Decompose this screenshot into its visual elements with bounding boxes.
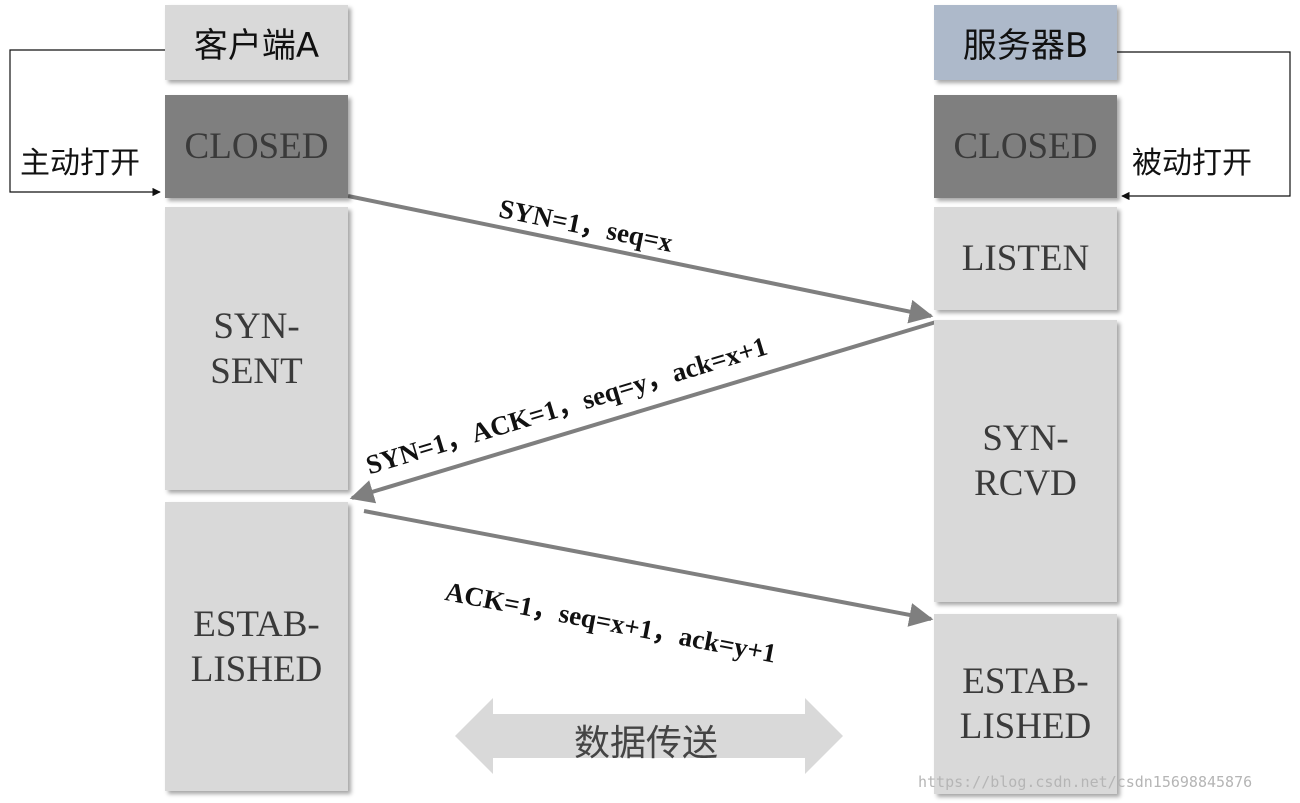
client-state-established: ESTAB- LISHED bbox=[165, 502, 348, 791]
server-state-syn-rcvd-label: SYN- RCVD bbox=[974, 418, 1077, 504]
data-transfer-arrow bbox=[455, 698, 843, 774]
client-title: 客户端A bbox=[193, 26, 320, 66]
active-open-label: 主动打开 bbox=[20, 146, 140, 181]
server-state-listen-label: LISTEN bbox=[961, 238, 1090, 279]
server-state-syn-rcvd: SYN- RCVD bbox=[934, 320, 1117, 602]
client-state-established-label: ESTAB- LISHED bbox=[190, 603, 323, 690]
client-state-closed: CLOSED bbox=[165, 95, 348, 198]
server-state-established: ESTAB- LISHED bbox=[934, 614, 1117, 794]
server-header: 服务器B bbox=[934, 5, 1117, 80]
server-state-established-label: ESTAB- LISHED bbox=[959, 661, 1092, 747]
server-title: 服务器B bbox=[962, 26, 1089, 66]
server-state-closed-label: CLOSED bbox=[953, 126, 1098, 167]
client-state-closed-label: CLOSED bbox=[184, 126, 329, 167]
data-transfer-label: 数据传送 bbox=[574, 723, 719, 764]
client-state-syn-sent: SYN- SENT bbox=[165, 207, 348, 490]
server-state-listen: LISTEN bbox=[934, 207, 1117, 310]
passive-open-connector bbox=[1117, 51, 1291, 201]
server-state-closed: CLOSED bbox=[934, 95, 1117, 198]
passive-open-label: 被动打开 bbox=[1132, 146, 1252, 181]
active-open-connector bbox=[9, 49, 165, 197]
syn-ack-arrow bbox=[349, 320, 937, 504]
ack-arrow bbox=[363, 509, 934, 627]
client-state-syn-sent-label: SYN- SENT bbox=[210, 305, 303, 392]
syn-arrow bbox=[347, 194, 934, 324]
watermark: https://blog.csdn.net/csdn15698845876 bbox=[918, 773, 1253, 791]
client-header: 客户端A bbox=[165, 5, 348, 80]
